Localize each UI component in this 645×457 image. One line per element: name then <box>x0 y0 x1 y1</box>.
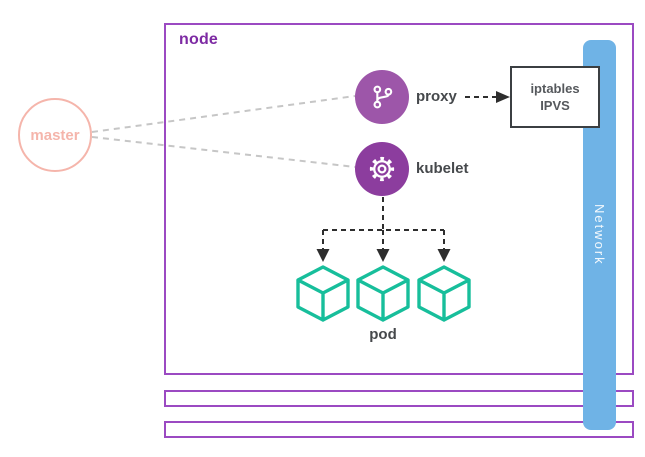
proxy-label: proxy <box>416 88 457 105</box>
pod-cube <box>356 265 410 322</box>
node-box: node <box>164 23 634 375</box>
master-node: master <box>18 98 92 172</box>
pod-arrowhead <box>316 249 330 262</box>
gear-icon <box>369 156 395 182</box>
network-label: Network <box>592 204 607 266</box>
master-proxy-link <box>91 95 356 133</box>
ipvs-line: IPVS <box>540 98 570 113</box>
collapsed-node-rect <box>164 421 634 438</box>
pod-arrowhead <box>376 249 390 262</box>
pod-cube <box>296 265 350 322</box>
kubelet-label: kubelet <box>416 160 469 177</box>
proxy-iptables-arrowhead <box>496 91 510 103</box>
kubelet-node <box>355 142 409 196</box>
pod-cube <box>417 265 471 322</box>
git-branch-icon <box>373 85 393 109</box>
collapsed-node-rect <box>164 390 634 407</box>
proxy-node <box>355 70 409 124</box>
iptables-line: iptables <box>530 81 580 96</box>
node-label: node <box>179 31 219 48</box>
iptables-ipvs-box: iptables IPVS <box>510 66 600 128</box>
pod-arrowhead <box>437 249 451 262</box>
pod-label: pod <box>369 326 397 343</box>
master-kubelet-link <box>91 136 356 168</box>
master-label: master <box>30 126 80 144</box>
